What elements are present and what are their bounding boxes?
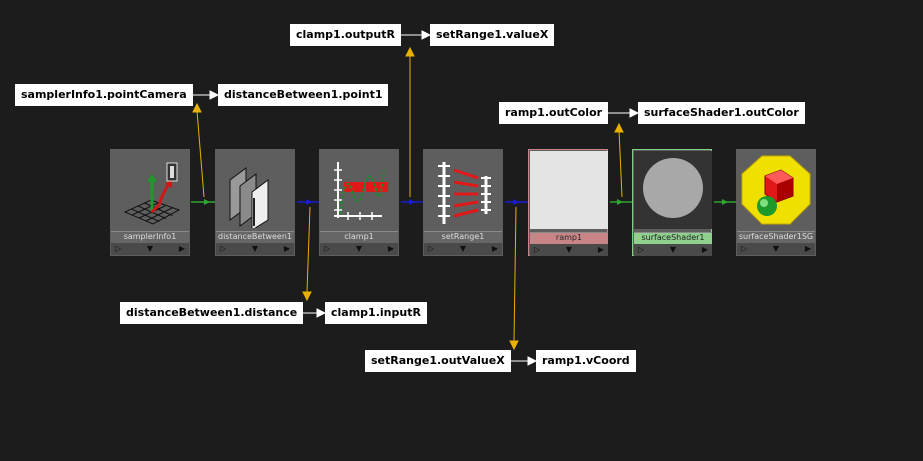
distancebetween-icon: [216, 150, 294, 228]
attribute-menu-port[interactable]: ▼: [146, 244, 154, 253]
wire-arrowhead: [617, 199, 623, 205]
leader-outvaluex: [513, 206, 517, 342]
input-port[interactable]: ▷: [427, 244, 435, 253]
leader-pointcamera: [196, 110, 205, 198]
node-distancebetween[interactable]: distanceBetween1 ▷ ▼ ▶: [215, 149, 295, 256]
output-port[interactable]: ▶: [178, 244, 186, 253]
setrange-icon: [424, 150, 502, 228]
node-ports: ▷ ▼ ▶: [111, 243, 189, 255]
attribute-menu-port[interactable]: ▼: [772, 244, 780, 253]
annotation-source-label: clamp1.outputR: [290, 24, 401, 46]
node-shading-group[interactable]: surfaceShader1SG ▷ ▼ ▶: [736, 149, 816, 256]
output-port[interactable]: ▶: [491, 244, 499, 253]
attribute-menu-port[interactable]: ▼: [669, 245, 677, 254]
surfaceshader-swatch: [634, 151, 712, 229]
node-setrange[interactable]: setRange1 ▷ ▼ ▶: [423, 149, 503, 256]
node-name: setRange1: [424, 231, 502, 243]
node-samplerinfo[interactable]: samplerInfo1 ▷ ▼ ▶: [110, 149, 190, 256]
annotation-target-label: ramp1.vCoord: [536, 350, 636, 372]
node-name: samplerInfo1: [111, 231, 189, 243]
output-port[interactable]: ▶: [597, 245, 605, 254]
wire-arrowhead: [409, 199, 415, 205]
ramp-swatch: [530, 151, 608, 229]
attribute-menu-port[interactable]: ▼: [251, 244, 259, 253]
input-port[interactable]: ▷: [740, 244, 748, 253]
node-name: surfaceShader1SG: [737, 231, 815, 243]
node-name: distanceBetween1: [216, 231, 294, 243]
input-port[interactable]: ▷: [219, 244, 227, 253]
annotation-source-label: ramp1.outColor: [499, 102, 609, 124]
wire-arrowhead: [306, 199, 312, 205]
node-ports: ▷ ▼ ▶: [530, 244, 608, 256]
wire-arrowhead: [722, 199, 728, 205]
attribute-menu-port[interactable]: ▼: [459, 244, 467, 253]
annotation-source-label: setRange1.outValueX: [365, 350, 511, 372]
node-ports: ▷ ▼ ▶: [216, 243, 294, 255]
output-port[interactable]: ▶: [283, 244, 291, 253]
node-ramp[interactable]: ramp1 ▷ ▼ ▶: [528, 149, 608, 256]
shading-group-icon: [737, 150, 815, 228]
output-port[interactable]: ▶: [804, 244, 812, 253]
node-name: surfaceShader1: [634, 232, 712, 244]
input-port[interactable]: ▷: [323, 244, 331, 253]
node-name: ramp1: [530, 232, 608, 244]
samplerinfo-icon: [111, 150, 189, 228]
annotation-source-label: samplerInfo1.pointCamera: [15, 84, 193, 106]
input-port[interactable]: ▷: [533, 245, 541, 254]
output-port[interactable]: ▶: [387, 244, 395, 253]
node-ports: ▷ ▼ ▶: [320, 243, 398, 255]
input-port[interactable]: ▷: [114, 244, 122, 253]
leader-outcolor: [618, 129, 623, 198]
attribute-menu-port[interactable]: ▼: [565, 245, 573, 254]
clamp-icon: [320, 150, 398, 228]
attribute-menu-port[interactable]: ▼: [355, 244, 363, 253]
node-name: clamp1: [320, 231, 398, 243]
node-ports: ▷ ▼ ▶: [424, 243, 502, 255]
annotation-source-label: distanceBetween1.distance: [120, 302, 304, 324]
annotation-target-label: clamp1.inputR: [325, 302, 427, 324]
wire-arrowhead: [513, 199, 519, 205]
wire-arrowhead: [204, 199, 210, 205]
annotation-target-label: surfaceShader1.outColor: [638, 102, 805, 124]
node-clamp[interactable]: clamp1 ▷ ▼ ▶: [319, 149, 399, 256]
node-ports: ▷ ▼ ▶: [634, 244, 712, 256]
annotation-target-label: distanceBetween1.point1: [218, 84, 389, 106]
output-port[interactable]: ▶: [701, 245, 709, 254]
annotation-target-label: setRange1.valueX: [430, 24, 555, 46]
node-ports: ▷ ▼ ▶: [737, 243, 815, 255]
input-port[interactable]: ▷: [637, 245, 645, 254]
leader-distance: [306, 206, 311, 293]
node-surfaceshader[interactable]: surfaceShader1 ▷ ▼ ▶: [632, 149, 712, 256]
